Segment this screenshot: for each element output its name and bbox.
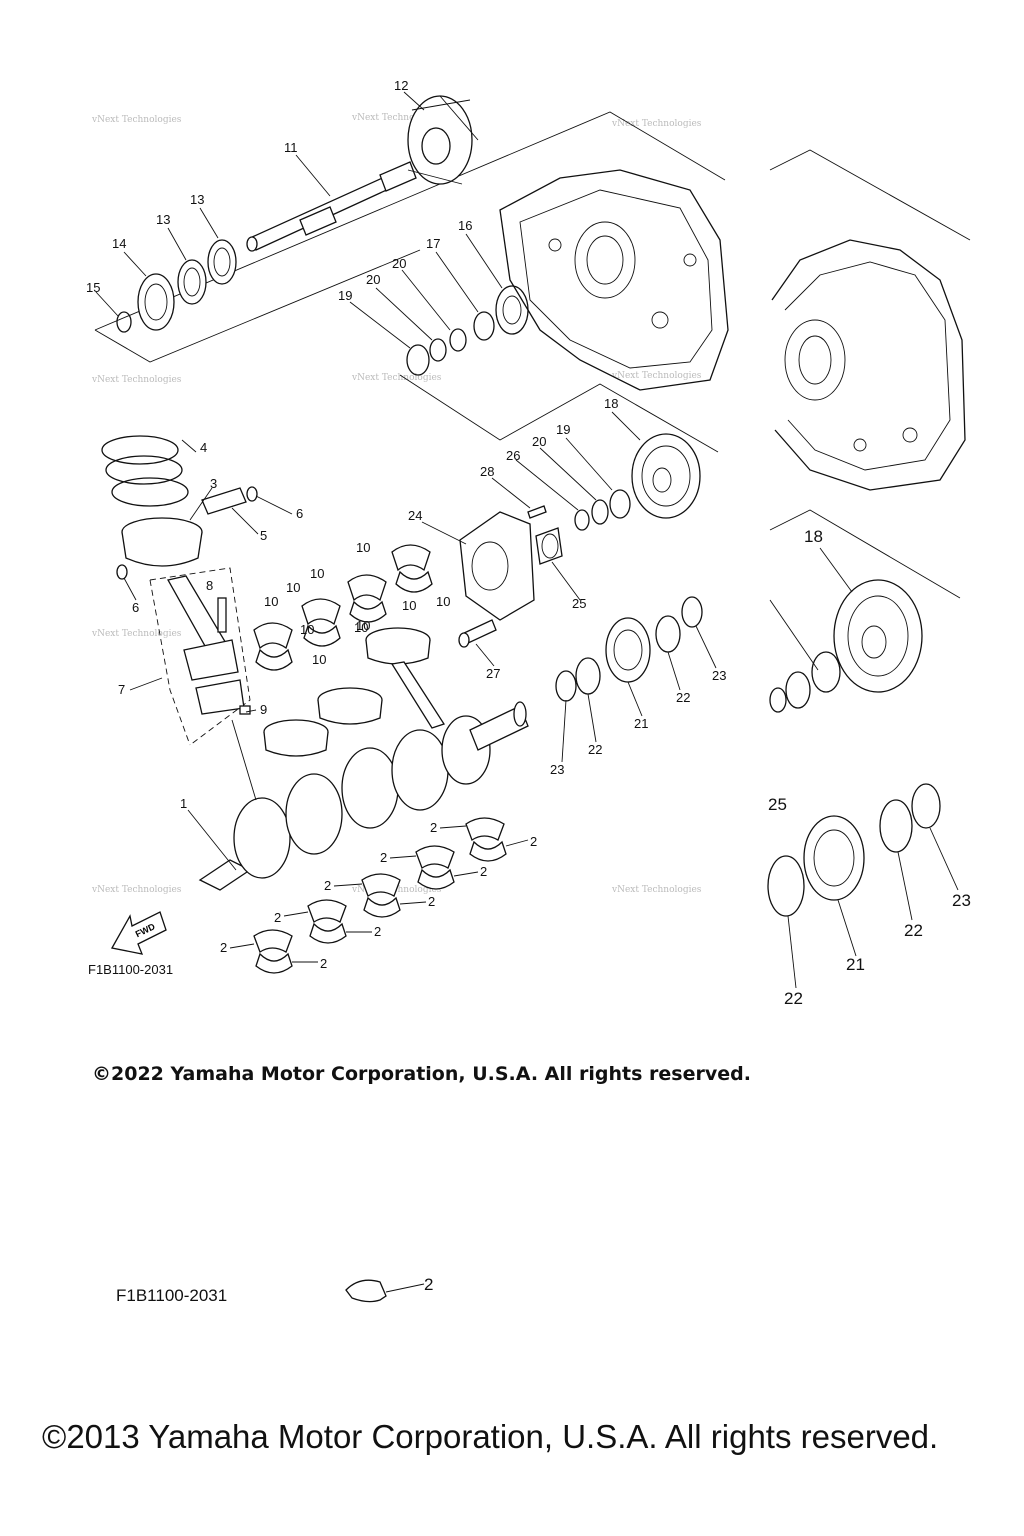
callout-23: 23 [712, 668, 726, 683]
callout-13: 13 [190, 192, 204, 207]
watermark: vNext Technologies [91, 885, 182, 895]
callout-5: 5 [260, 528, 267, 543]
watermark: vNext Technologies [351, 113, 442, 123]
callout-10: 10 [310, 566, 324, 581]
callout-6: 6 [296, 506, 303, 521]
callout-23: 23 [952, 891, 971, 910]
watermark: vNext Technologies [611, 371, 702, 381]
watermarks: vNext Technologies vNext Technologies vN… [91, 113, 702, 895]
watermark: vNext Technologies [611, 885, 702, 895]
impeller [407, 95, 479, 185]
callout-27: 27 [486, 666, 500, 681]
leader-lines [95, 91, 959, 989]
gear-18-right [769, 579, 923, 713]
callout-16: 16 [458, 218, 472, 233]
callout-2: 2 [274, 910, 281, 925]
watermark: vNext Technologies [91, 375, 182, 385]
callout-25: 25 [768, 795, 787, 814]
callout-10: 10 [312, 652, 326, 667]
callout-22: 22 [784, 989, 803, 1008]
gear-18-upper [631, 433, 701, 519]
callout-1: 1 [180, 796, 187, 811]
callout-10: 10 [436, 594, 450, 609]
callout-26: 26 [506, 448, 520, 463]
gear-21-right [767, 783, 941, 917]
watermark: vNext Technologies [611, 119, 702, 129]
callout-numbers: 12 11 13 13 14 15 16 17 20 20 19 18 19 2… [86, 78, 971, 1008]
callout-25: 25 [572, 596, 586, 611]
callout-12: 12 [394, 78, 408, 93]
callout-3: 3 [210, 476, 217, 491]
fwd-arrow-icon: FWD [110, 911, 167, 955]
callout-2: 2 [480, 864, 487, 879]
callout-23: 23 [550, 762, 564, 777]
callout-2: 2 [380, 850, 387, 865]
callout-28: 28 [480, 464, 494, 479]
piston [116, 486, 258, 580]
callout-2: 2 [424, 1275, 433, 1294]
callout-20: 20 [366, 272, 380, 287]
front-cover-group [458, 489, 631, 648]
callout-13: 13 [156, 212, 170, 227]
crankshaft [198, 701, 529, 891]
diagram-code-lower: F1B1100-2031 [116, 1286, 228, 1305]
callout-10: 10 [356, 540, 370, 555]
callout-22: 22 [904, 921, 923, 940]
crank-bearings-10 [253, 544, 433, 671]
callout-10: 10 [286, 580, 300, 595]
callout-21: 21 [846, 955, 865, 974]
bearings-seals [116, 239, 237, 333]
callout-24: 24 [408, 508, 422, 523]
callout-10: 10 [300, 622, 314, 637]
callout-22: 22 [588, 742, 602, 757]
crank-pistons [263, 627, 446, 757]
watermark: vNext Technologies [91, 629, 182, 639]
callout-2: 2 [530, 834, 537, 849]
connecting-rod-group [149, 567, 251, 746]
callout-8: 8 [206, 578, 213, 593]
crank-bearings-2 [253, 817, 507, 974]
callout-2: 2 [428, 894, 435, 909]
diagram-code: F1B1100-2031 [88, 962, 173, 977]
callout-7: 7 [118, 682, 125, 697]
watermark: vNext Technologies [351, 373, 442, 383]
callout-10: 10 [264, 594, 278, 609]
callout-22: 22 [676, 690, 690, 705]
callout-2: 2 [374, 924, 381, 939]
callout-9: 9 [260, 702, 267, 717]
callout-10: 10 [354, 620, 368, 635]
crankcase-right [769, 149, 971, 599]
gear-21-middle [555, 596, 703, 702]
copyright-2013: ©2013 Yamaha Motor Corporation, U.S.A. A… [42, 1418, 939, 1455]
callout-18: 18 [604, 396, 618, 411]
output-shaft [246, 161, 417, 252]
callout-19: 19 [338, 288, 352, 303]
callout-4: 4 [200, 440, 207, 455]
shaft-assembly-frame [94, 111, 726, 453]
callout-20: 20 [392, 256, 406, 271]
callout-21: 21 [634, 716, 648, 731]
callout-2: 2 [220, 940, 227, 955]
callout-2: 2 [320, 956, 327, 971]
bearing-fragment: 2 [345, 1275, 433, 1303]
piston-rings [101, 435, 189, 507]
callout-14: 14 [112, 236, 126, 251]
callout-6: 6 [132, 600, 139, 615]
callout-15: 15 [86, 280, 100, 295]
callout-10: 10 [402, 598, 416, 613]
callout-2: 2 [430, 820, 437, 835]
callout-18: 18 [804, 527, 823, 546]
callout-17: 17 [426, 236, 440, 251]
callout-10: 10 [356, 618, 370, 633]
callout-11: 11 [284, 140, 298, 155]
watermark: vNext Technologies [91, 115, 182, 125]
callout-2: 2 [324, 878, 331, 893]
crankcase [499, 169, 729, 391]
copyright-2022: ©2022 Yamaha Motor Corporation, U.S.A. A… [92, 1063, 751, 1085]
callout-19: 19 [556, 422, 570, 437]
callout-20: 20 [532, 434, 546, 449]
